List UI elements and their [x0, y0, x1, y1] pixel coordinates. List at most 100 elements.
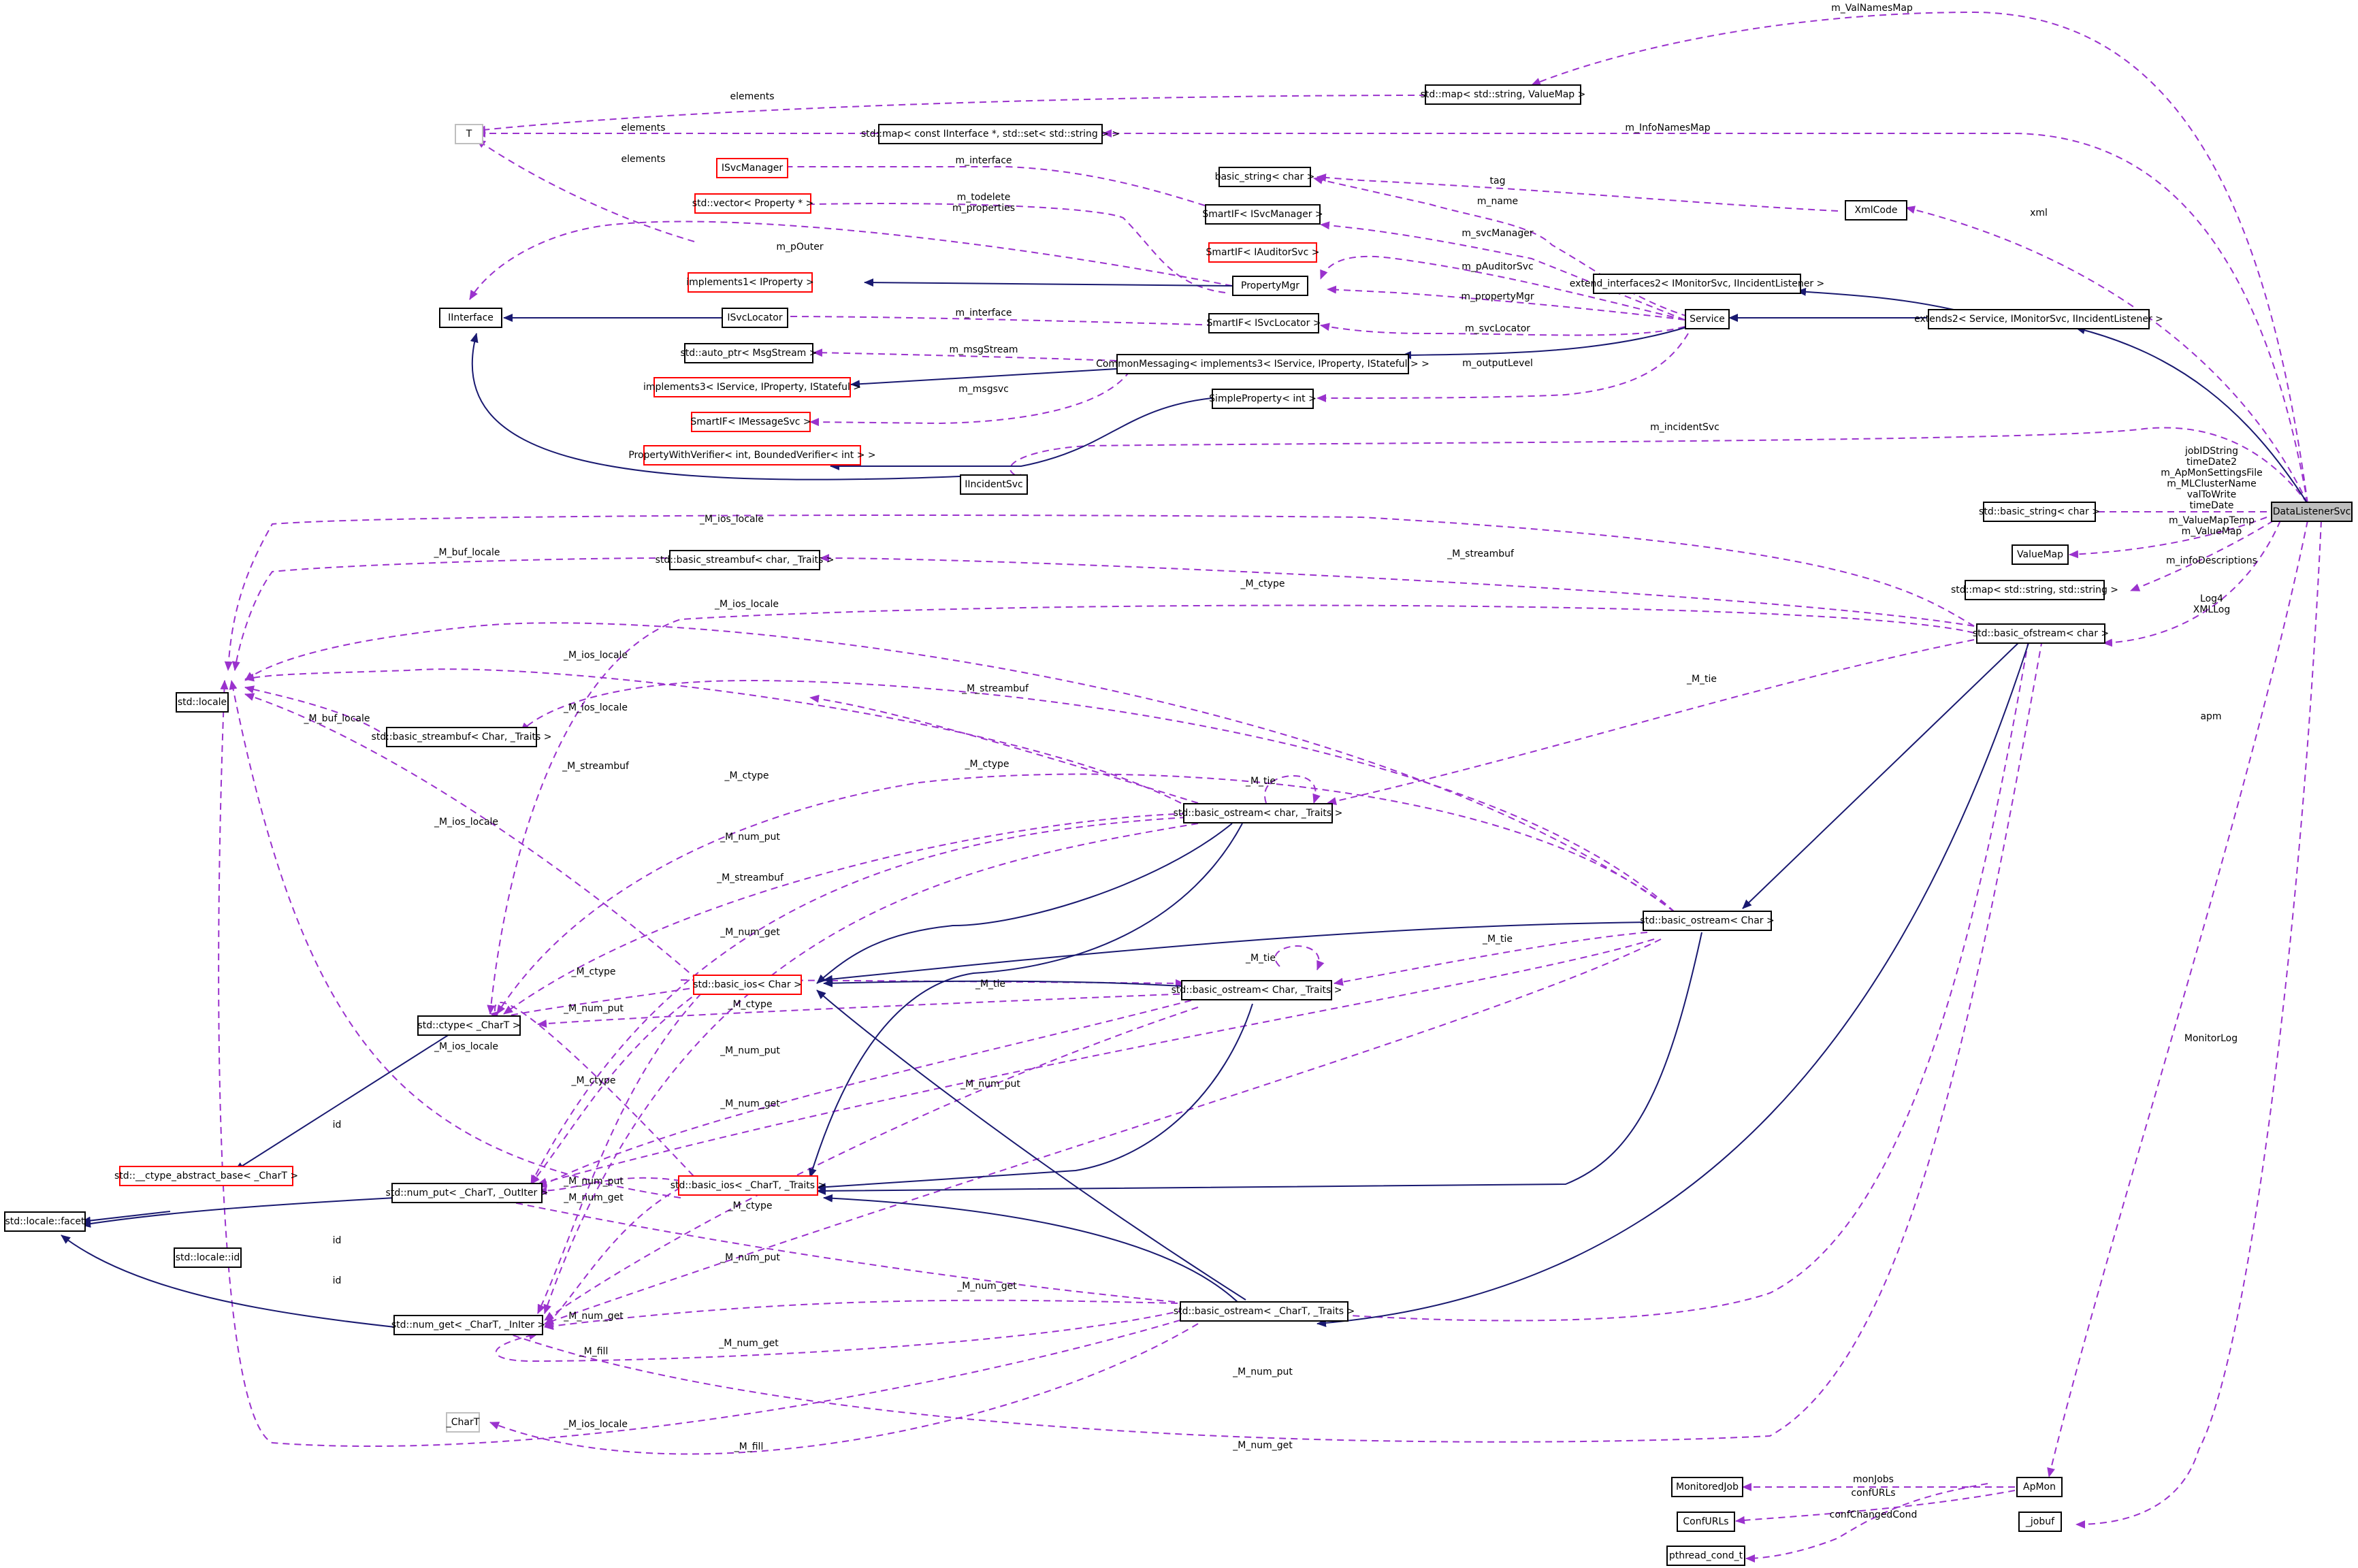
node-num-put[interactable]: std::num_put< _CharT, _OutIter > — [386, 1183, 548, 1203]
label-m-msgsvc: m_msgsvc — [958, 384, 1009, 395]
node-valnamesmap[interactable]: std::map< std::string, ValueMap > — [1421, 84, 1585, 105]
label-m-streambuf-2: _M_streambuf — [962, 683, 1029, 694]
node-t[interactable]: T — [455, 124, 483, 144]
label-m-ctype-7: _M_ctype — [728, 1200, 773, 1211]
node-infonamesmap[interactable]: std::map< const IInterface *, std::set< … — [861, 124, 1120, 144]
label-string-members: jobIDString timeDate2 m_ApMonSettingsFil… — [2161, 446, 2263, 511]
label-id-3: id — [332, 1275, 342, 1286]
node-ctype[interactable]: std::ctype< _CharT > — [417, 1015, 521, 1036]
node-service[interactable]: Service — [1685, 309, 1730, 329]
node-iinterface[interactable]: IInterface — [439, 308, 502, 328]
node-basic-ios-Char[interactable]: std::basic_ios< Char > — [693, 975, 802, 995]
label-confurls: confURLs — [1851, 1488, 1896, 1499]
node-basic-ostream-Char-traits[interactable]: std::basic_ostream< Char, _Traits > — [1172, 980, 1342, 1000]
label-m-num-get-1: _M_num_get — [720, 927, 780, 938]
label-confchangedcond: confChangedCond — [1829, 1509, 1918, 1520]
node-ctype-abstract-base[interactable]: std::__ctype_abstract_base< _CharT > — [114, 1166, 298, 1186]
node-extends2[interactable]: extends2< Service, IMonitorSvc, IInciden… — [1914, 309, 2163, 329]
label-elements-1: elements — [730, 91, 775, 102]
node-chart-param[interactable]: _CharT — [446, 1412, 480, 1433]
node-basic-streambuf-Char[interactable]: std::basic_streambuf< Char, _Traits > — [372, 727, 551, 747]
node-propertymgr[interactable]: PropertyMgr — [1232, 276, 1308, 296]
label-m-tie-right: _M_tie — [1686, 674, 1717, 685]
node-jobuf[interactable]: _jobuf — [2018, 1512, 2062, 1532]
label-m-msgstream: m_msgStream — [949, 344, 1018, 355]
label-tag: tag — [1489, 176, 1506, 186]
node-propertywithverifier[interactable]: PropertyWithVerifier< int, BoundedVerifi… — [628, 445, 876, 466]
label-elements-3: elements — [621, 154, 666, 165]
label-m-num-get-6: _M_num_get — [719, 1338, 779, 1349]
node-std-locale[interactable]: std::locale — [176, 692, 229, 713]
node-basic-ios-CharT[interactable]: std::basic_ios< _CharT, _Traits > — [671, 1175, 826, 1196]
label-m-outputlevel: m_outputLevel — [1462, 358, 1533, 369]
label-m-ios-locale-5: _M_ios_locale — [434, 817, 499, 828]
label-m-num-get-2: _M_num_get — [720, 1098, 780, 1109]
node-basic-ostream-Char[interactable]: std::basic_ostream< Char > — [1640, 911, 1775, 931]
label-m-fill-1: _M_fill — [579, 1346, 609, 1357]
usage-edges — [218, 11, 2322, 1563]
node-std-basic-string-char[interactable]: std::basic_string< char > — [1979, 502, 2100, 522]
label-m-svcmanager: m_svcManager — [1461, 228, 1534, 239]
label-m-num-put-4: _M_num_put — [960, 1079, 1020, 1090]
label-m-tie-1: _M_tie — [1245, 776, 1276, 787]
node-smartif-isvcmanager[interactable]: SmartIF< ISvcManager > — [1202, 204, 1323, 225]
label-m-ios-locale-top: _M_ios_locale — [699, 514, 764, 525]
node-confurls[interactable]: ConfURLs — [1677, 1512, 1735, 1532]
node-smartif-imessagesvc[interactable]: SmartIF< IMessageSvc > — [690, 412, 811, 432]
node-locale-facet[interactable]: std::locale::facet — [4, 1211, 86, 1232]
label-m-svclocator: m_svcLocator — [1464, 323, 1531, 334]
label-xml: xml — [2030, 208, 2048, 218]
node-monitoredjob[interactable]: MonitoredJob — [1671, 1477, 1743, 1497]
node-simpleproperty-int[interactable]: SimpleProperty< int > — [1209, 389, 1317, 409]
label-m-buf-locale-1: _M_buf_locale — [434, 547, 500, 558]
node-xmlcode[interactable]: XmlCode — [1845, 200, 1907, 220]
node-basic-string-char[interactable]: basic_string< char > — [1215, 167, 1314, 187]
node-isvcmanager[interactable]: ISvcManager — [716, 158, 788, 178]
label-m-tie-2: _M_tie — [1482, 934, 1513, 945]
node-implements3[interactable]: implements3< IService, IProperty, IState… — [643, 377, 861, 397]
label-m-num-get-5: _M_num_get — [564, 1311, 624, 1322]
label-m-name: m_name — [1476, 196, 1519, 207]
label-m-ctype-2: _M_ctype — [965, 759, 1010, 770]
node-smartif-iauditorsvc[interactable]: SmartIF< IAuditorSvc > — [1206, 242, 1319, 263]
label-m-ios-locale-2: _M_ios_locale — [714, 599, 779, 610]
node-apmon[interactable]: ApMon — [2016, 1477, 2063, 1497]
node-datalistenersvc[interactable]: DataListenerSvc — [2271, 502, 2353, 522]
label-m-tie-3: _M_tie — [1245, 953, 1276, 964]
node-basic-ostream-char-traits[interactable]: std::basic_ostream< char, _Traits > — [1174, 803, 1342, 823]
node-basic-streambuf-char[interactable]: std::basic_streambuf< char, _Traits > — [656, 550, 834, 570]
node-implements1[interactable]: implements1< IProperty > — [686, 272, 814, 293]
node-vector-property[interactable]: std::vector< Property * > — [692, 193, 813, 214]
label-m-tie-4: _M_tie — [975, 979, 1006, 990]
label-m-num-put-5: _M_num_put — [564, 1176, 624, 1187]
node-basic-ofstream-char[interactable]: std::basic_ofstream< char > — [1973, 623, 2109, 644]
node-commonmessaging[interactable]: CommonMessaging< implements3< IService, … — [1096, 354, 1430, 374]
label-m-num-get-3: _M_num_get — [564, 1192, 624, 1203]
label-m-buf-locale-2: _M_buf_locale — [304, 713, 370, 724]
label-m-num-put-7: _M_num_put — [1233, 1367, 1293, 1377]
node-extend-interfaces2[interactable]: extend_interfaces2< IMonitorSvc, IIncide… — [1570, 274, 1824, 294]
node-isvclocator[interactable]: ISvcLocator — [722, 308, 788, 328]
label-m-ctype-5: _M_ctype — [728, 999, 773, 1010]
node-pthread-cond-t[interactable]: pthread_cond_t — [1666, 1546, 1745, 1566]
node-map-string-string[interactable]: std::map< std::string, std::string > — [1951, 580, 2118, 600]
label-m-streambuf-4: _M_streambuf — [717, 872, 784, 883]
label-m-ios-locale-6: _M_ios_locale — [434, 1041, 499, 1052]
label-id-2: id — [332, 1235, 342, 1246]
node-smartif-isvclocator[interactable]: SmartIF< ISvcLocator > — [1206, 313, 1321, 333]
label-m-fill-2: _M_fill — [734, 1441, 764, 1452]
node-auto-ptr-msgstream[interactable]: std::auto_ptr< MsgStream > — [680, 343, 818, 363]
label-m-num-put-6: _M_num_put — [720, 1252, 780, 1263]
node-num-get[interactable]: std::num_get< _CharT, _InIter > — [391, 1315, 545, 1335]
label-m-incidentsvc: m_incidentSvc — [1650, 422, 1719, 433]
label-monjobs: monJobs — [1853, 1474, 1894, 1485]
label-m-interface-1: m_interface — [955, 155, 1012, 166]
label-log-members: Log4 XMLLog — [2193, 593, 2231, 615]
label-m-num-get-7: _M_num_get — [1233, 1440, 1293, 1451]
label-m-num-put-3: _M_num_put — [720, 1045, 780, 1056]
node-valuemap[interactable]: ValueMap — [2012, 544, 2069, 565]
inheritance-edges — [61, 278, 2308, 1328]
node-basic-ostream-CharT[interactable]: std::basic_ostream< _CharT, _Traits > — [1174, 1301, 1355, 1322]
node-iincidentsvc[interactable]: IIncidentSvc — [960, 474, 1028, 495]
node-locale-id[interactable]: std::locale::id — [174, 1247, 242, 1268]
